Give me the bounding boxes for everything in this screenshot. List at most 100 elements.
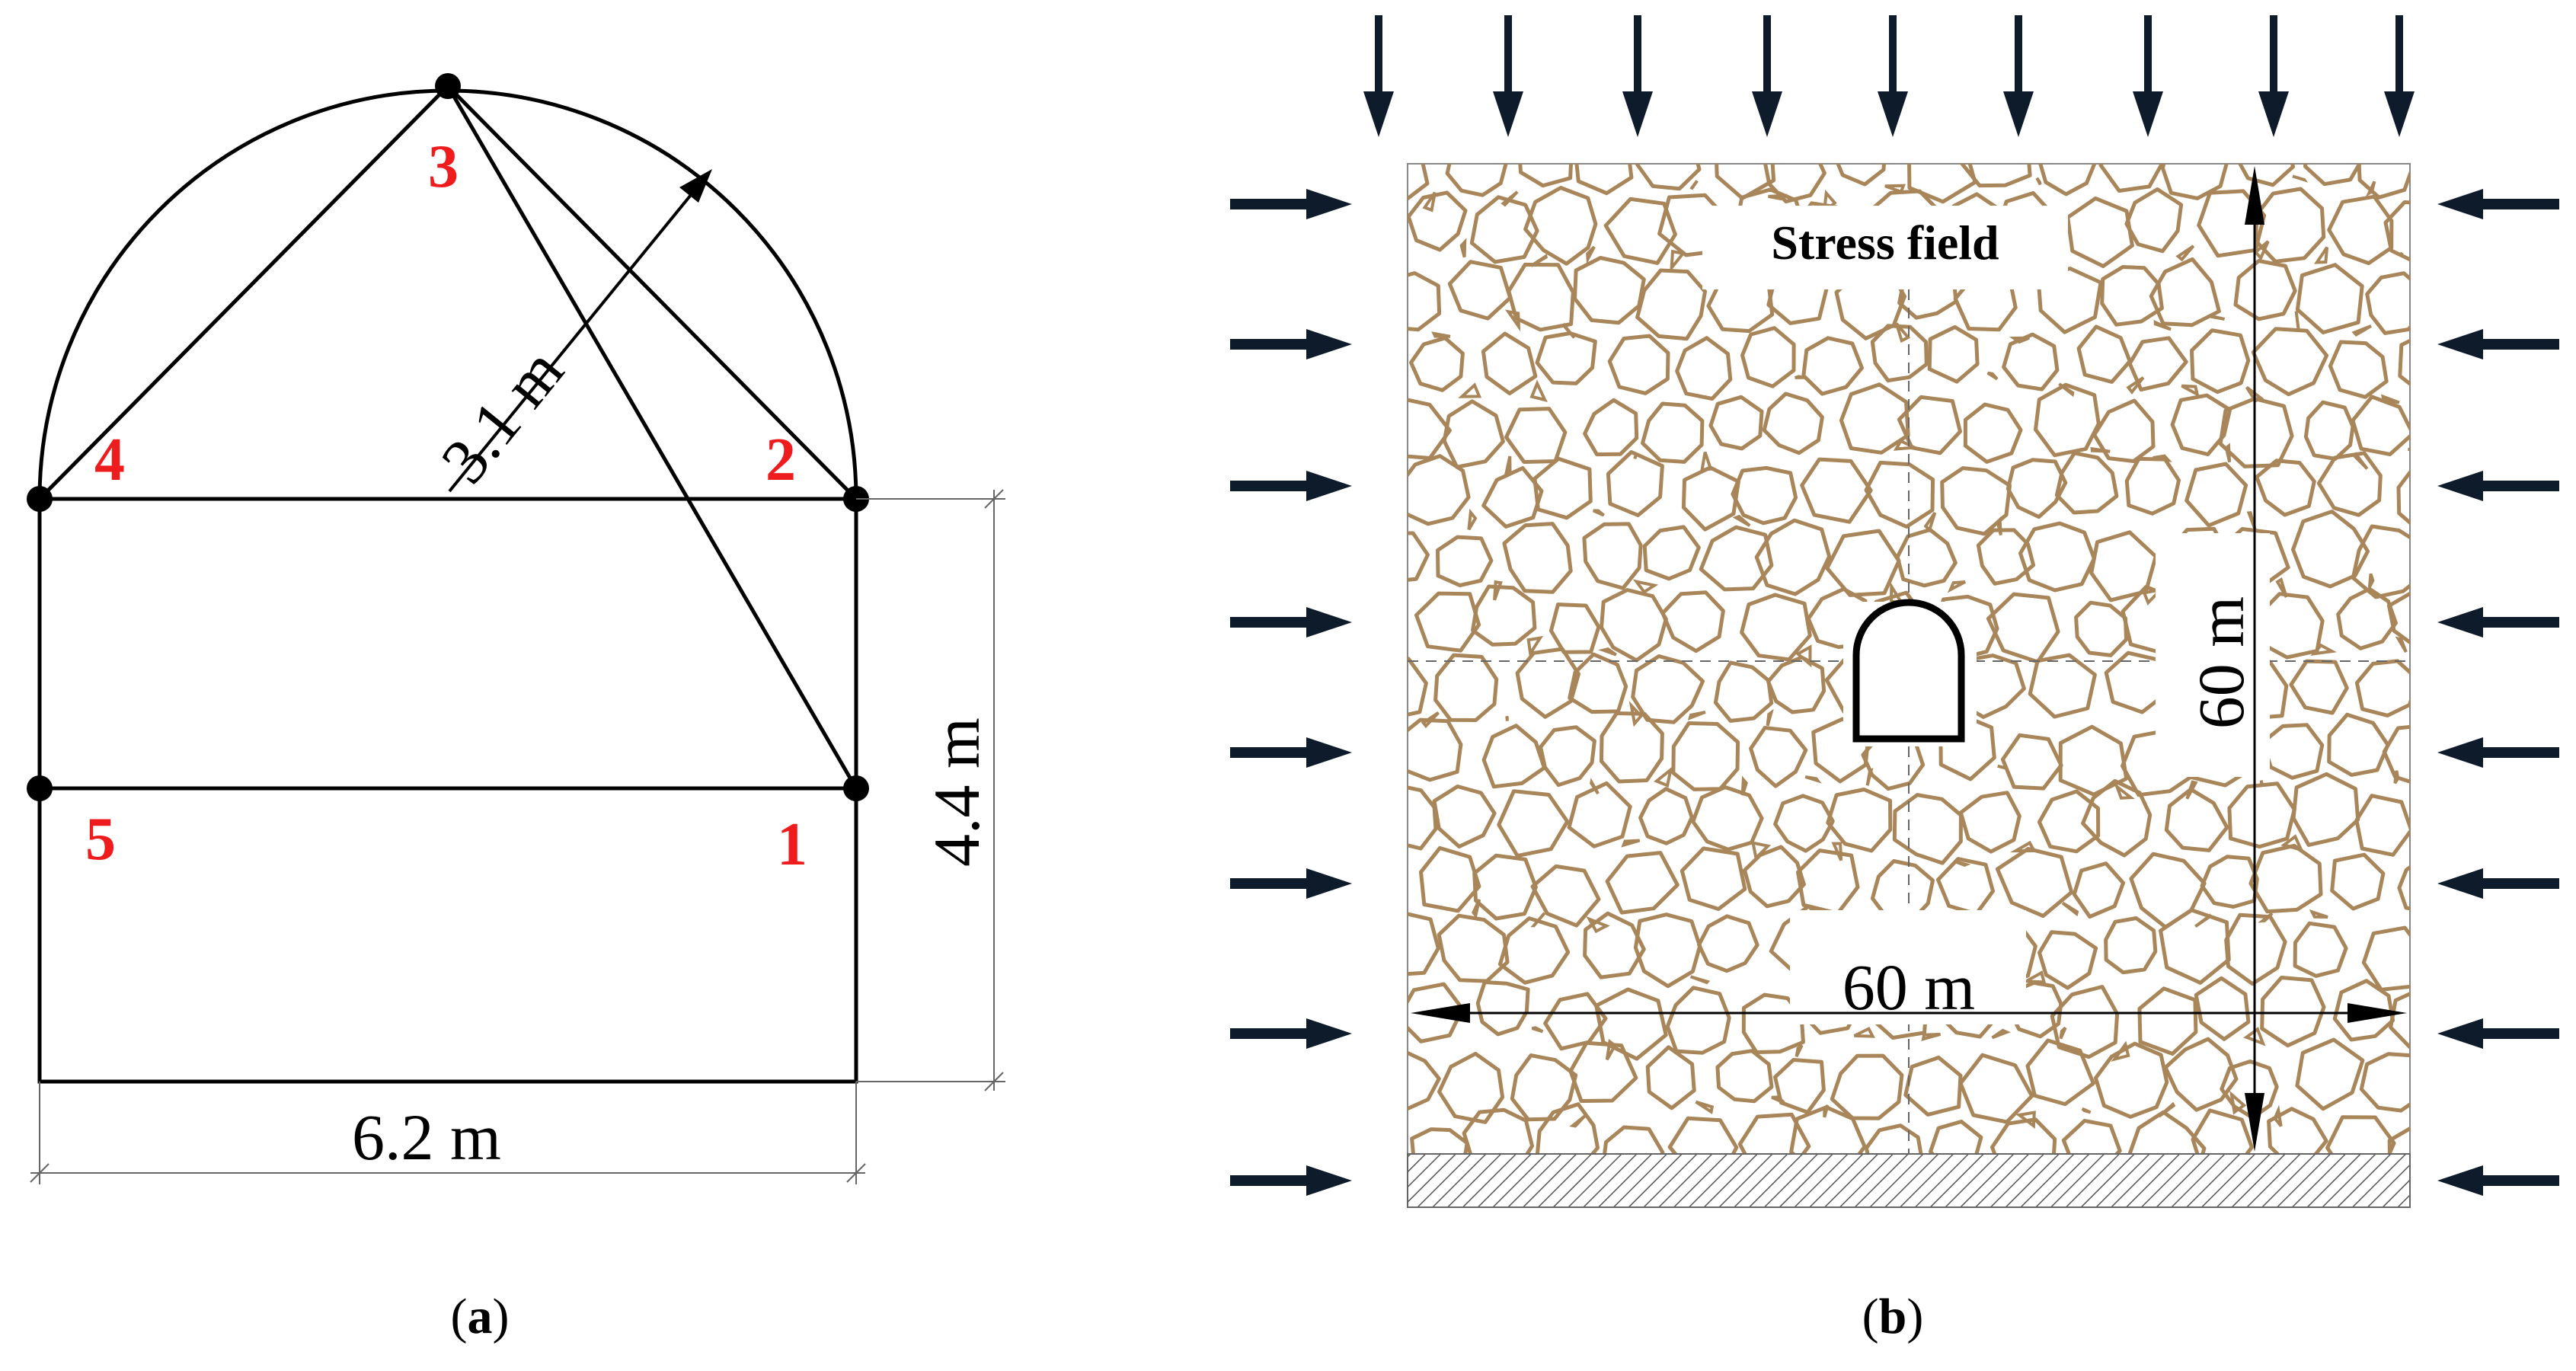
rock-block xyxy=(1667,1116,1739,1154)
load-arrow-down xyxy=(2133,15,2163,137)
rock-block xyxy=(2303,164,2362,187)
rock-block xyxy=(1502,522,1573,594)
rock-block xyxy=(2418,272,2483,331)
rock-block xyxy=(2427,129,2482,182)
rock-block xyxy=(2233,259,2297,321)
rock-block xyxy=(1532,456,1593,520)
rock-fragment xyxy=(1501,190,1519,207)
rock-block xyxy=(1645,1045,1696,1111)
rock-block xyxy=(1408,271,1442,332)
point-label-2: 2 xyxy=(765,427,796,494)
rock-fragment xyxy=(2114,781,2135,800)
rock-block xyxy=(1606,450,1664,517)
rock-block xyxy=(2038,164,2097,197)
rock-block xyxy=(2387,591,2410,645)
caption-b-letter: b xyxy=(1879,1289,1907,1344)
rock-block xyxy=(1641,401,1705,464)
rock-block xyxy=(2054,451,2119,515)
load-arrow-right xyxy=(1230,189,1352,219)
rock-fragment xyxy=(1632,579,1659,594)
stress-field-backdrop xyxy=(1702,206,2068,289)
load-arrow-left xyxy=(2437,471,2559,501)
rock-block xyxy=(2164,787,2229,852)
rock-block xyxy=(2025,1038,2095,1107)
rock-fragment xyxy=(2523,1039,2529,1056)
rock-fragment xyxy=(2059,1026,2067,1040)
rock-block xyxy=(1445,164,1508,197)
rock-block xyxy=(1497,789,1570,858)
top-load-arrows xyxy=(1363,15,2415,137)
caption-a-letter: a xyxy=(468,1289,493,1344)
point-4-marker xyxy=(27,486,53,512)
load-arrow-left xyxy=(2437,1165,2559,1196)
rock-block xyxy=(1800,457,1873,524)
rock-block xyxy=(1958,1053,2034,1124)
measure-line-3-1 xyxy=(446,85,858,790)
rock-fragment xyxy=(2175,244,2195,262)
rock-fragment xyxy=(1531,1026,1544,1034)
tunnel-outline xyxy=(1852,599,1965,743)
rock-block xyxy=(2028,653,2097,719)
rock-block xyxy=(1437,1051,1505,1124)
rock-fragment xyxy=(2216,1229,2229,1241)
rock-block xyxy=(1715,1049,1774,1104)
rock-block xyxy=(2327,194,2394,266)
rock-block xyxy=(1635,164,1702,191)
fixed-base-hatch xyxy=(1407,1153,2411,1208)
rock-fragment xyxy=(2423,1104,2433,1120)
load-arrow-down xyxy=(1363,15,1394,137)
rock-block xyxy=(1530,864,1601,928)
rock-block xyxy=(2418,785,2473,842)
rock-fragment xyxy=(1986,371,1999,381)
rock-block xyxy=(1605,851,1680,915)
rock-block xyxy=(1568,652,1628,714)
rock-block xyxy=(1897,395,1962,455)
rock-fragment xyxy=(2474,455,2488,459)
rock-block xyxy=(1543,992,1608,1051)
rock-block xyxy=(2098,164,2165,193)
rock-block xyxy=(2421,405,2480,464)
rock-block xyxy=(1773,1058,1826,1114)
rock-block xyxy=(1635,268,1707,341)
rock-block xyxy=(1697,914,1759,973)
rock-block xyxy=(2093,1041,2169,1119)
rock-fragment xyxy=(2456,383,2460,401)
rock-fragment xyxy=(1493,580,1503,601)
rock-block xyxy=(2224,912,2287,986)
rock-fragment xyxy=(1632,1240,1643,1251)
rock-block xyxy=(1582,522,1643,590)
rock-block xyxy=(2427,1190,2487,1252)
point-label-1: 1 xyxy=(777,811,807,878)
rock-block xyxy=(1631,654,1705,724)
rock-fragment xyxy=(2313,246,2329,264)
rock-block xyxy=(2361,925,2410,992)
rock-block xyxy=(1836,164,1886,187)
rock-block xyxy=(1789,1105,1867,1154)
rock-block xyxy=(1638,787,1694,845)
rock-block xyxy=(1864,1123,1923,1154)
rock-block xyxy=(2006,458,2068,519)
rock-block xyxy=(1749,726,1808,788)
rock-fragment xyxy=(1883,1232,1900,1240)
rock-block xyxy=(1708,395,1764,451)
rock-block xyxy=(1990,1117,2057,1154)
rock-block xyxy=(2248,843,2323,914)
rock-block xyxy=(1903,1055,1963,1117)
radius-label: 3.1 m xyxy=(427,334,577,497)
rock-fragment xyxy=(1687,710,1706,721)
rock-block xyxy=(1976,528,2036,586)
rock-block xyxy=(2163,1037,2239,1112)
rock-fragment xyxy=(1750,841,1772,861)
rock-fragment xyxy=(1923,512,1937,533)
rock-block xyxy=(1773,794,1835,853)
rock-block xyxy=(1535,331,1597,385)
rock-block xyxy=(2365,271,2410,335)
load-arrow-left xyxy=(2437,607,2559,638)
left-load-arrows xyxy=(1230,189,1352,1196)
rock-block xyxy=(1469,195,1539,264)
right-load-arrows xyxy=(2437,189,2559,1196)
rock-fragment xyxy=(2181,384,2200,398)
rock-block xyxy=(1408,717,1463,782)
rock-fragment xyxy=(1670,249,1686,273)
rock-block xyxy=(2396,469,2410,526)
